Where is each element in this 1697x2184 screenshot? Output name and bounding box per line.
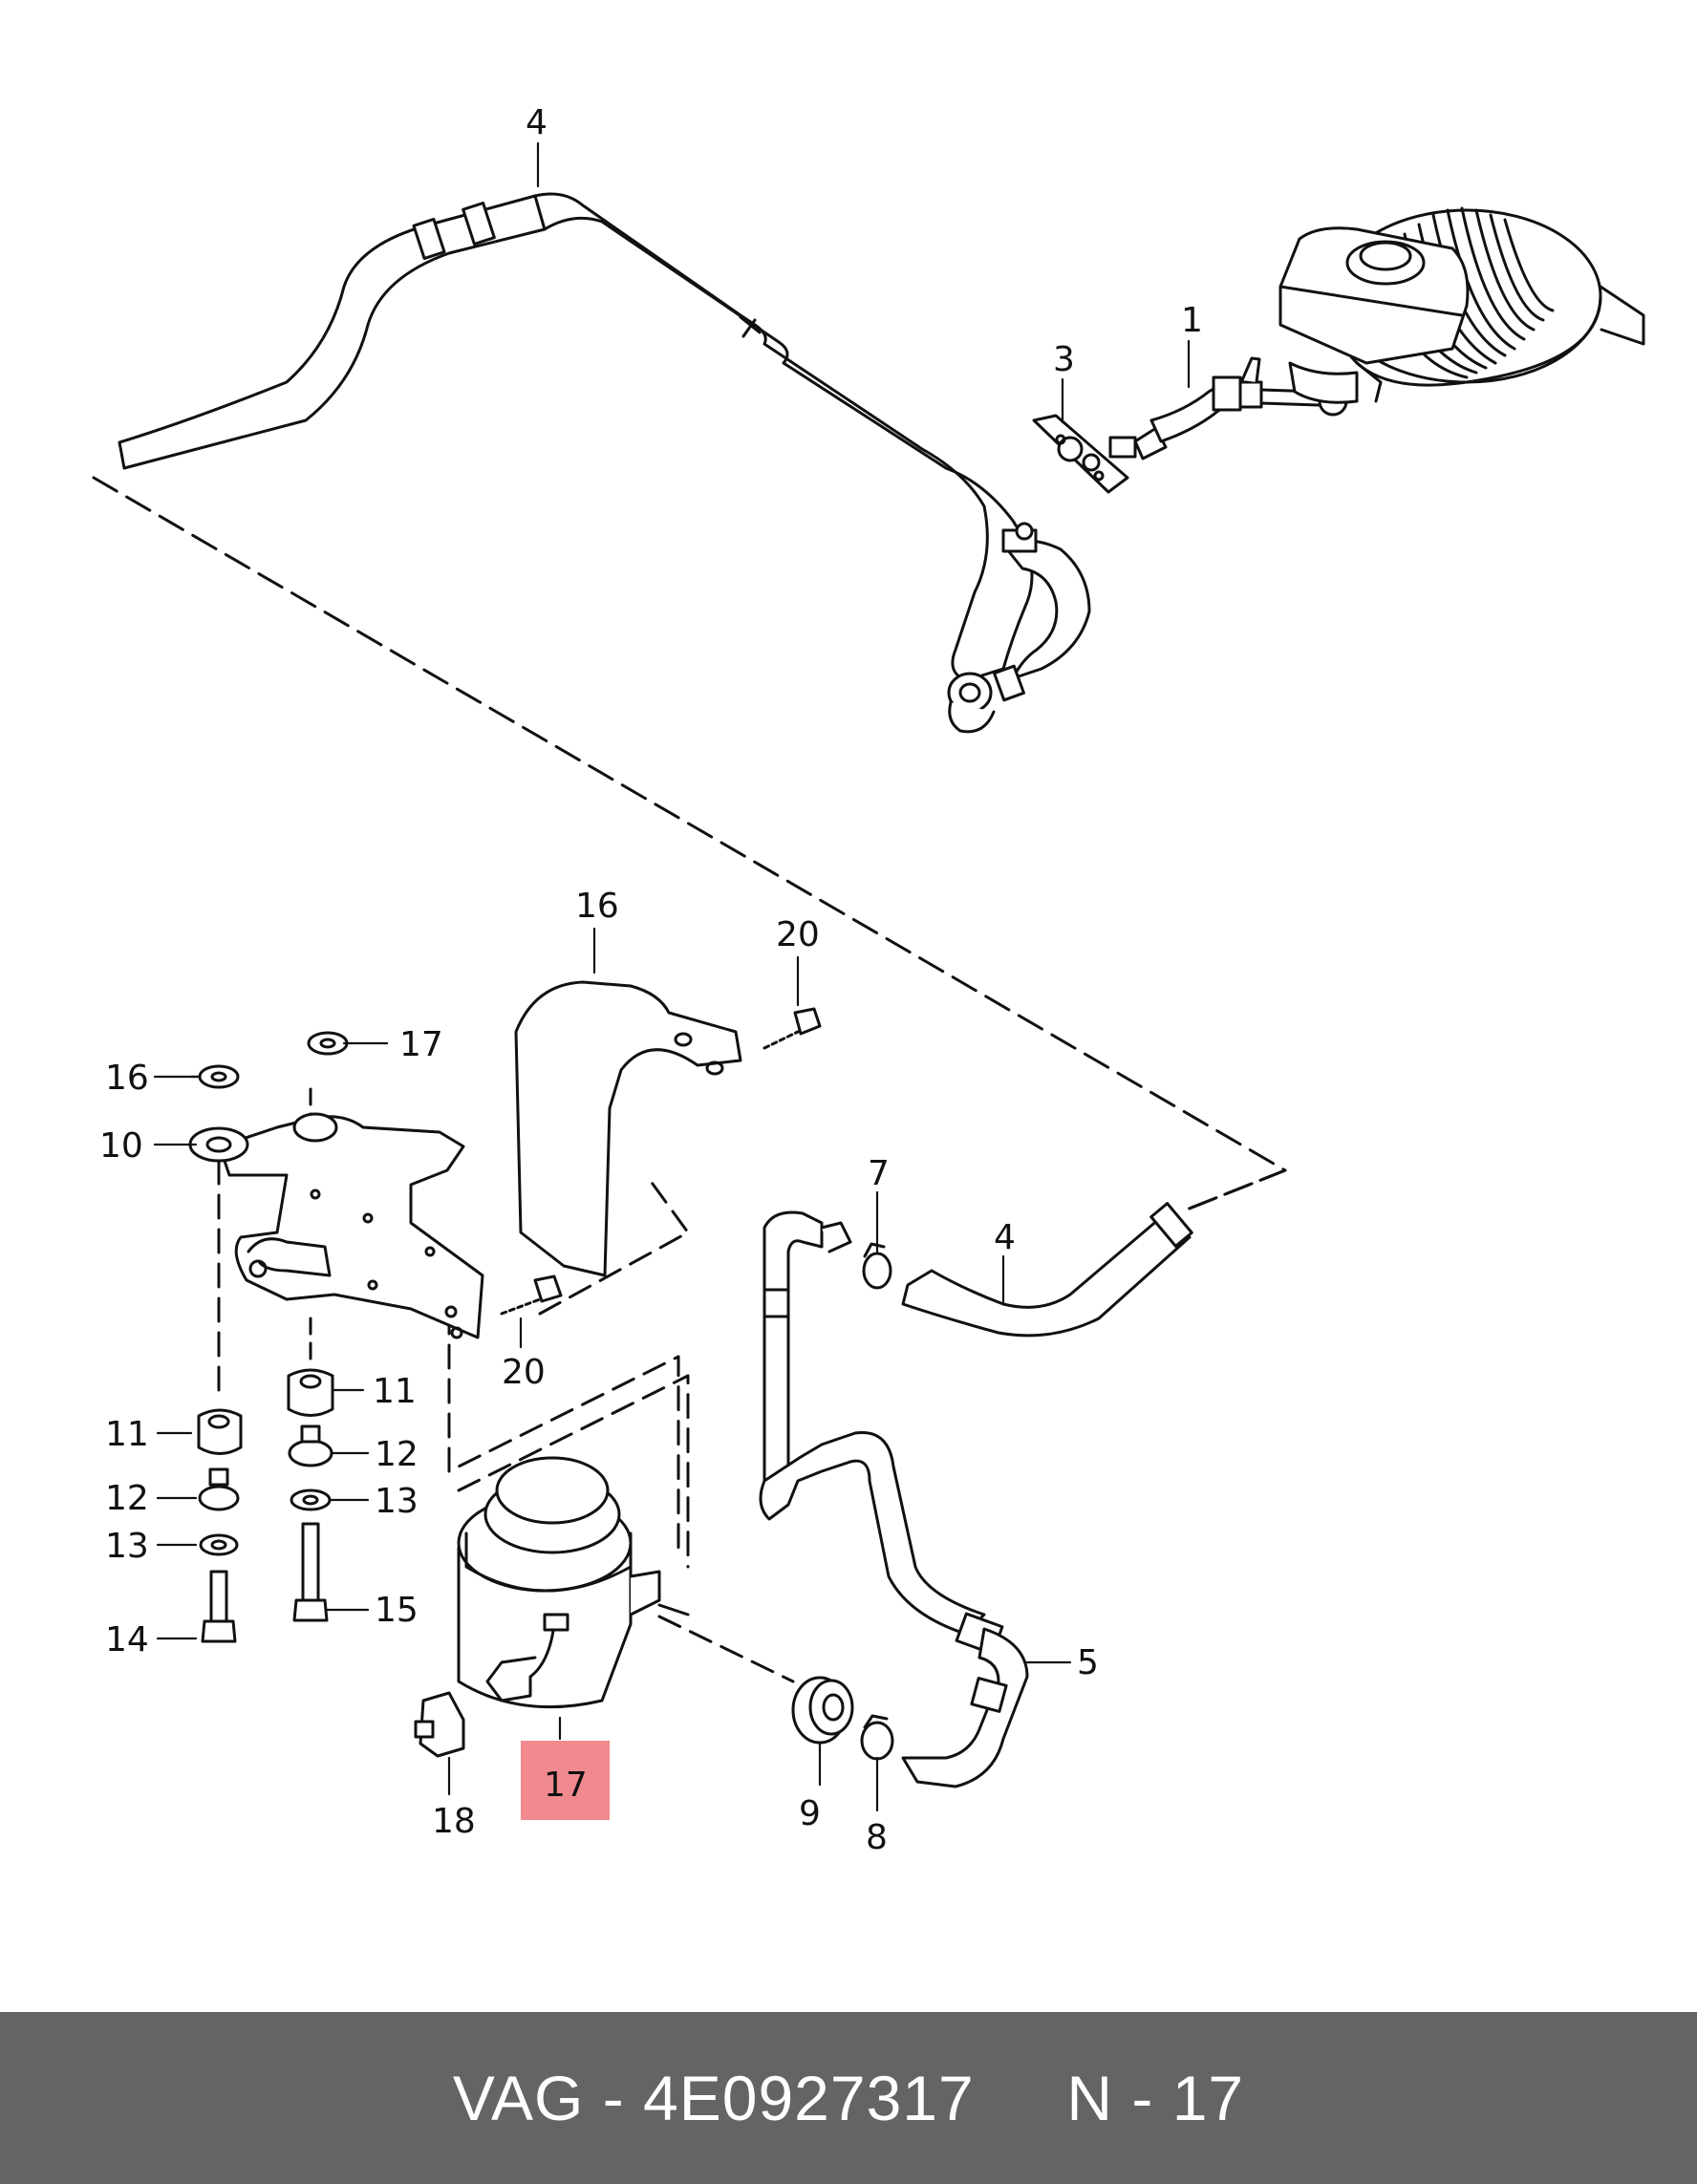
callout-4-upper: 4 bbox=[526, 103, 548, 142]
vacuum-hose-upper bbox=[118, 192, 1034, 682]
callout-13-left: 13 bbox=[105, 1527, 149, 1566]
callout-10: 10 bbox=[99, 1126, 143, 1166]
callout-16-right: 17 bbox=[399, 1025, 443, 1064]
callout-19: 16 bbox=[575, 887, 619, 926]
footer-brand: VAG bbox=[452, 2063, 585, 2133]
hose-to-brake-booster bbox=[1149, 356, 1348, 443]
callout-16-left: 16 bbox=[105, 1059, 149, 1098]
fastener-stack-right bbox=[287, 1031, 349, 1622]
callout-15: 15 bbox=[375, 1591, 419, 1630]
footer-text: VAG - 4E0927317 N - 17 bbox=[453, 2062, 1244, 2134]
callout-labels: 4 1 3 16 20 16 17 10 20 7 4 11 11 12 12 … bbox=[99, 103, 1203, 1857]
dashed-group-line-lower bbox=[217, 1087, 1287, 1683]
brake-booster bbox=[1278, 206, 1645, 404]
callout-17-highlight bbox=[521, 1741, 610, 1820]
callout-20-upper: 20 bbox=[776, 915, 820, 954]
callout-20-lower: 20 bbox=[502, 1353, 546, 1392]
electrical-connector bbox=[414, 1691, 465, 1758]
secondary-air-pump bbox=[457, 1456, 690, 1709]
flange-seal bbox=[791, 1676, 854, 1745]
vacuum-hose-loop bbox=[947, 522, 1091, 734]
heat-shield bbox=[514, 980, 742, 1277]
callout-12-left: 12 bbox=[105, 1479, 149, 1518]
callout-5: 5 bbox=[1077, 1643, 1099, 1682]
check-valve-bracket bbox=[1032, 414, 1168, 494]
callout-17: 17 bbox=[544, 1766, 588, 1805]
footer-sep-1: - bbox=[602, 2063, 625, 2133]
parts-diagram: 4 1 3 16 20 16 17 10 20 7 4 11 11 12 12 … bbox=[92, 103, 1645, 1857]
hose-clamp-8 bbox=[860, 1714, 894, 1761]
callout-11-left: 11 bbox=[105, 1415, 149, 1454]
callout-11-right: 11 bbox=[373, 1372, 417, 1411]
callout-9: 9 bbox=[799, 1794, 821, 1833]
footer-sep-2: - bbox=[1131, 2063, 1154, 2133]
callout-8: 8 bbox=[866, 1818, 888, 1857]
callout-7: 7 bbox=[868, 1154, 890, 1193]
vacuum-hose-lower bbox=[901, 1202, 1193, 1338]
callout-3: 3 bbox=[1053, 340, 1075, 379]
footer-position-prefix: N bbox=[1066, 2063, 1114, 2133]
hose-clamp-7 bbox=[862, 1242, 892, 1290]
footer-part-number: 4E0927317 bbox=[643, 2063, 975, 2133]
callout-13-right: 13 bbox=[375, 1482, 419, 1521]
callout-14: 14 bbox=[105, 1620, 149, 1659]
leader-lines bbox=[153, 141, 1191, 1812]
callout-4-lower: 4 bbox=[994, 1218, 1016, 1257]
part-number-footer: VAG - 4E0927317 N - 17 bbox=[0, 2012, 1697, 2184]
fastener-stack-left bbox=[188, 1064, 249, 1643]
mounting-bracket bbox=[218, 1112, 484, 1339]
bolt-20-upper bbox=[763, 1007, 822, 1050]
callout-12-right: 12 bbox=[375, 1435, 419, 1474]
footer-position-number: 17 bbox=[1171, 2063, 1245, 2133]
callout-18: 18 bbox=[432, 1802, 476, 1841]
callout-1: 1 bbox=[1181, 301, 1203, 340]
dashed-group-line-upper bbox=[92, 476, 1287, 1213]
bolt-20-lower bbox=[500, 1274, 563, 1316]
air-pipe-5 bbox=[759, 1210, 1029, 1788]
